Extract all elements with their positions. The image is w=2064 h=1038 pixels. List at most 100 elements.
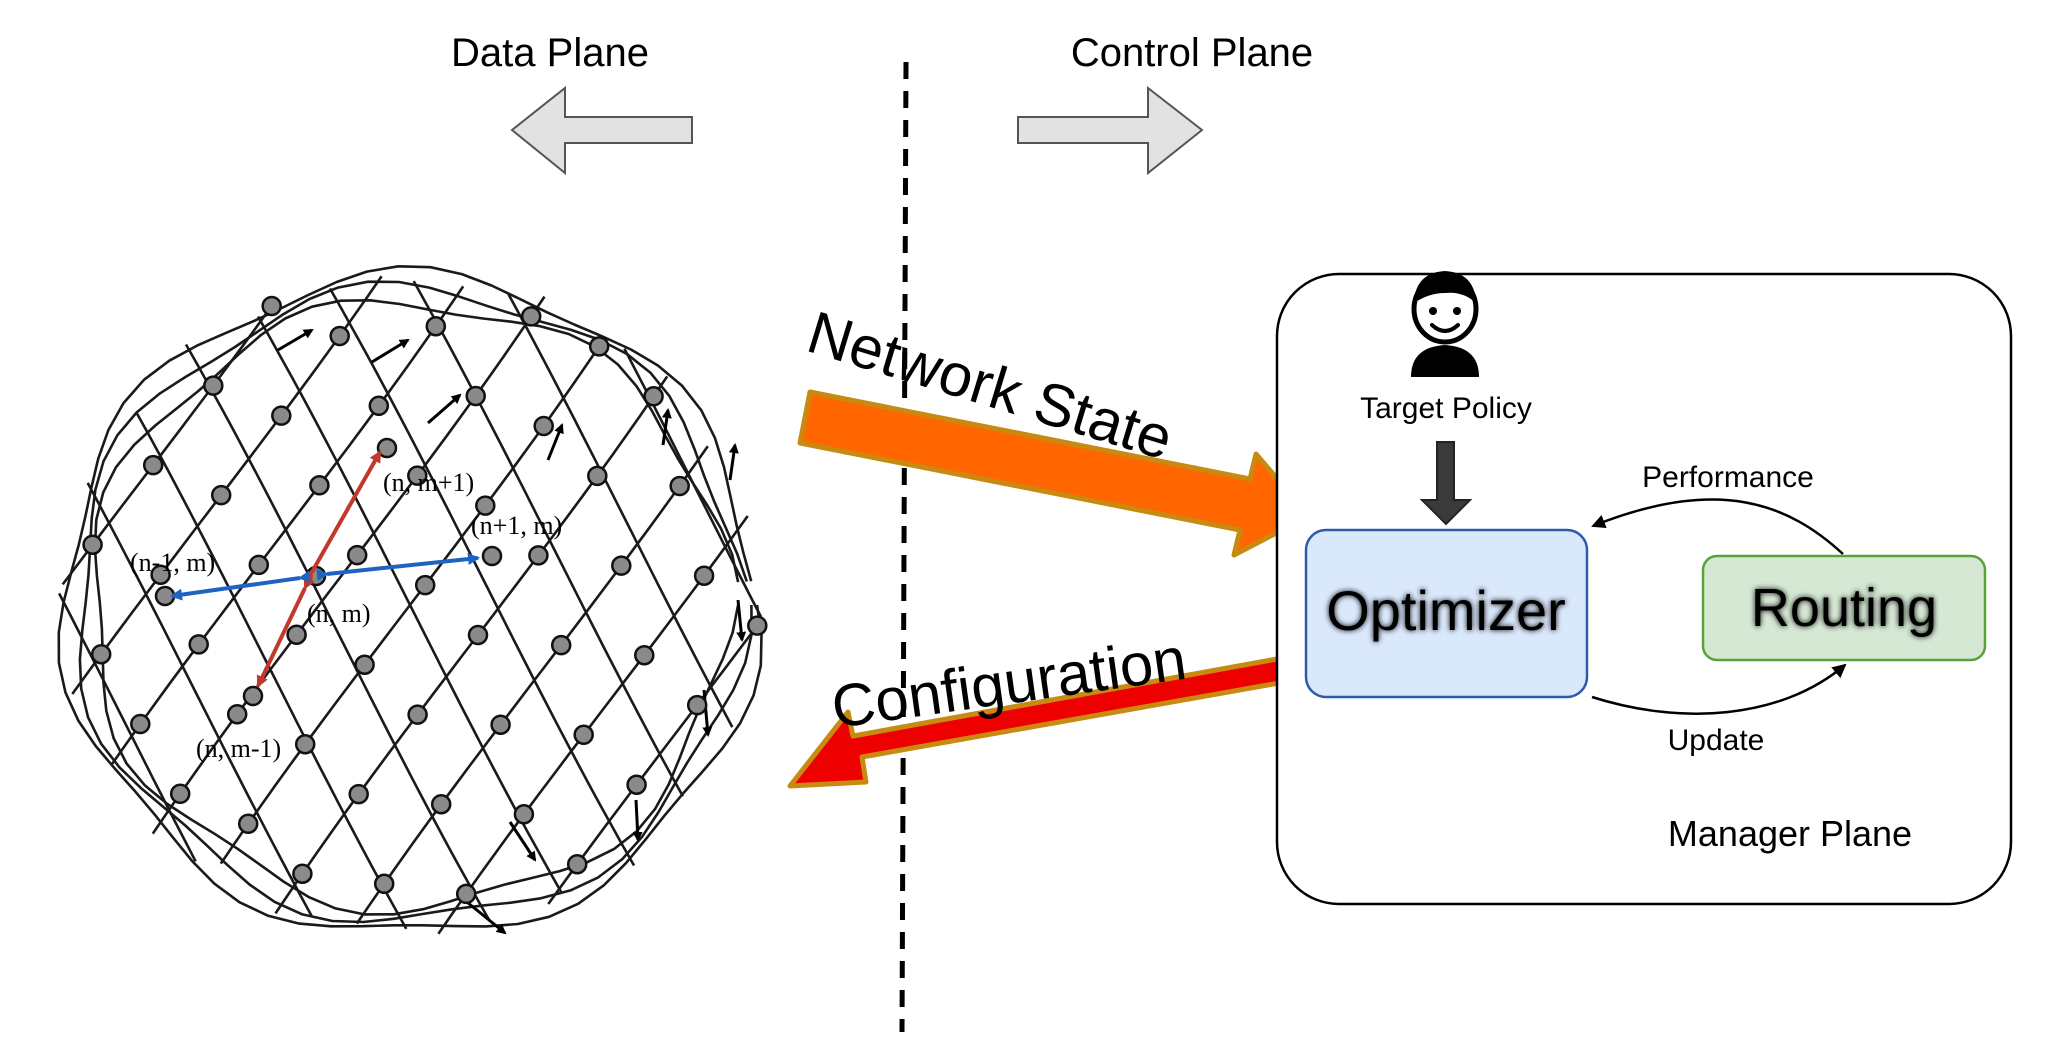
orbit-line bbox=[355, 445, 709, 925]
satellite-node bbox=[130, 713, 151, 735]
satellite-node bbox=[346, 544, 368, 566]
satellite-node bbox=[520, 306, 542, 327]
satellite-node bbox=[305, 565, 327, 587]
orbit-direction-arrow bbox=[702, 689, 713, 737]
performance-label: Performance bbox=[1642, 461, 1814, 494]
satellite-node bbox=[550, 634, 572, 656]
satellite-node bbox=[292, 863, 313, 884]
satellite-node bbox=[271, 405, 292, 426]
orbit-direction-arrow bbox=[546, 423, 564, 461]
optimizer-label: Optimizer bbox=[1326, 579, 1566, 642]
network-state-arrow bbox=[797, 389, 1312, 558]
satellite-node bbox=[237, 813, 259, 835]
manager-plane-box bbox=[1275, 272, 2013, 906]
satellite-node bbox=[467, 624, 489, 646]
orbit-line bbox=[71, 275, 383, 695]
policy-to-optimizer-arrow bbox=[1419, 441, 1473, 526]
satellite-node bbox=[373, 873, 395, 895]
control-plane-arrow bbox=[1017, 85, 1204, 176]
satellite-node bbox=[142, 454, 164, 476]
orbit-line bbox=[412, 280, 685, 797]
satellite-node bbox=[368, 395, 390, 417]
satellite-node bbox=[475, 495, 496, 516]
satellite-node bbox=[242, 685, 264, 707]
orbit-rim bbox=[57, 264, 763, 928]
link-to-left-neighbor bbox=[170, 570, 311, 601]
satellite-node bbox=[686, 694, 708, 716]
satellite-node bbox=[154, 585, 176, 607]
satellite-node bbox=[587, 465, 608, 487]
orbit-direction-arrow bbox=[728, 443, 739, 481]
satellite-node bbox=[82, 534, 103, 555]
orbit-direction-arrow bbox=[661, 408, 672, 446]
satellite-node bbox=[407, 704, 428, 725]
orbit-line bbox=[86, 482, 313, 917]
person-icon bbox=[1411, 271, 1479, 377]
satellite-node bbox=[261, 295, 282, 317]
satellite-node bbox=[634, 644, 655, 666]
performance-arrow bbox=[1591, 498, 1844, 555]
orbit-direction-arrow bbox=[427, 393, 462, 425]
link-to-right-neighbor bbox=[316, 553, 480, 582]
satellite-constellation: (n, m) (n, m+1) (n, m-1) (n-1, m) (n+1, … bbox=[57, 264, 768, 935]
satellite-node bbox=[226, 703, 248, 725]
satellite-node bbox=[354, 654, 375, 675]
satellite-node bbox=[329, 325, 350, 347]
orbit-direction-arrow bbox=[371, 338, 410, 364]
update-arrow bbox=[1591, 663, 1847, 715]
satellite-node bbox=[203, 375, 224, 396]
satellite-node bbox=[533, 415, 554, 437]
satellite-node bbox=[455, 883, 477, 905]
orbit-direction-arrow bbox=[508, 821, 537, 862]
satellite-node bbox=[626, 774, 647, 795]
satellite-node bbox=[150, 564, 171, 585]
node-label-center: (n, m) bbox=[307, 599, 371, 628]
link-to-up-neighbor bbox=[301, 450, 382, 584]
satellite-node bbox=[286, 624, 307, 645]
satellite-node bbox=[294, 733, 316, 755]
orbit-line bbox=[256, 315, 564, 895]
plane-divider bbox=[899, 61, 909, 1033]
satellite-node bbox=[573, 724, 594, 746]
routing-label: Routing bbox=[1751, 578, 1937, 638]
update-label: Update bbox=[1668, 724, 1765, 757]
satellite-node bbox=[430, 793, 452, 815]
satellite-node bbox=[407, 465, 428, 486]
satellite-node bbox=[481, 545, 503, 567]
orbit-direction-arrow bbox=[277, 328, 314, 352]
satellite-node bbox=[747, 615, 768, 636]
satellite-node bbox=[376, 437, 398, 459]
orbit-line bbox=[507, 293, 734, 728]
node-label-up: (n, m+1) bbox=[383, 468, 474, 497]
satellite-node bbox=[566, 853, 588, 875]
satellite-node bbox=[90, 643, 112, 665]
orbit-direction-arrow bbox=[461, 896, 507, 935]
satellite-node bbox=[611, 555, 632, 576]
satellite-node bbox=[693, 565, 715, 586]
orbit-direction-arrow bbox=[736, 599, 747, 642]
satellite-node bbox=[528, 545, 549, 566]
satellite-node bbox=[188, 634, 209, 655]
data-plane-arrow bbox=[510, 85, 693, 176]
satellite-node bbox=[643, 386, 664, 407]
satellite-node bbox=[414, 574, 436, 596]
satellite-node bbox=[588, 336, 610, 357]
orbit-line bbox=[437, 515, 749, 935]
control-plane-label: Control Plane bbox=[1071, 31, 1313, 75]
optimizer-box: Optimizer bbox=[1304, 528, 1589, 699]
satellite-node bbox=[210, 484, 232, 506]
orbit-line bbox=[184, 343, 492, 923]
satellite-node bbox=[490, 714, 511, 735]
satellite-node bbox=[309, 475, 330, 496]
satellite-node bbox=[425, 315, 447, 337]
data-plane-label: Data Plane bbox=[451, 31, 649, 75]
satellite-node bbox=[669, 475, 690, 497]
satellite-node bbox=[465, 385, 486, 407]
satellite-node bbox=[348, 783, 369, 805]
orbit-rim bbox=[93, 298, 740, 916]
link-to-down-neighbor bbox=[256, 576, 315, 688]
node-label-right: (n+1, m) bbox=[471, 511, 562, 540]
configuration-arrow bbox=[787, 654, 1299, 789]
node-label-down: (n, m-1) bbox=[196, 734, 281, 763]
